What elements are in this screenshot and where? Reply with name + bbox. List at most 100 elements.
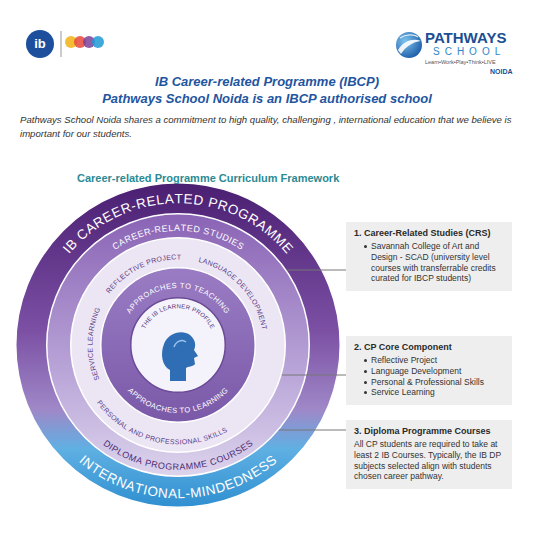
arc-letter: A <box>135 456 144 466</box>
arc-letter: D <box>193 225 201 235</box>
arc-letter: C <box>87 353 95 359</box>
box-bullet: Personal & Professional Skills <box>362 377 504 388</box>
arc-letter: T <box>180 407 185 415</box>
arc-letter: D <box>137 430 144 438</box>
arc-letter: L <box>168 224 174 233</box>
arc-letter: E <box>166 406 172 414</box>
ring-label: APPROACHES TO TEACHING <box>100 267 256 423</box>
arc-letter: L <box>86 341 93 345</box>
arc-letter: S <box>170 438 175 445</box>
ring-label: THE IB LEARNER PROFILE <box>130 297 226 393</box>
arc-letter: I <box>180 438 182 445</box>
arc-letter: R <box>172 463 179 472</box>
arc-letter: S <box>175 438 180 445</box>
box-heading: 3. Diploma Programme Courses <box>354 426 504 437</box>
arc-letter: R <box>154 225 162 235</box>
arc-letter: O <box>156 255 163 263</box>
arc-letter: R <box>150 460 158 470</box>
arc-letter: N <box>176 303 180 309</box>
center-circle: THE IB LEARNER PROFILE <box>130 297 226 393</box>
ib-logo <box>26 30 104 58</box>
arc-letter: L <box>156 193 165 207</box>
core-ring: SERVICE LEARNINGREFLECTIVE PROJECTLANGUA… <box>70 237 286 453</box>
arc-letter: T <box>180 224 186 233</box>
arc-letter: L <box>197 436 202 444</box>
info-box: 1. Career-Related Studies (CRS) Savannah … <box>346 222 512 291</box>
arc-letter: O <box>146 484 159 499</box>
ring-label: REFLECTIVE PROJECT <box>70 237 286 453</box>
ring-label: CAREER-RELATED STUDIES <box>46 213 310 477</box>
arc-letter: L <box>177 487 185 501</box>
arc-letter: E <box>208 323 215 329</box>
arc-letter: D <box>193 193 205 208</box>
logo-text: ib <box>26 36 54 51</box>
arc-letter: R <box>185 304 191 311</box>
arc-letter: T <box>177 253 181 260</box>
arc-letter: E <box>145 194 156 209</box>
arc-letter: S <box>172 407 177 415</box>
arc-letter: A <box>87 331 95 337</box>
box-heading: 1. Career-Related Studies (CRS) <box>354 228 504 239</box>
arc-letter: O <box>182 438 188 445</box>
page-subtitle: Pathways School Noida is an IBCP authori… <box>0 91 534 106</box>
arc-letter: A <box>174 224 180 233</box>
arc-letter: E <box>161 224 168 234</box>
box-text: All CP students are required to take at … <box>354 439 504 482</box>
arc-letter: E <box>165 438 170 445</box>
intro-text: Pathways School Noida shares a commitmen… <box>20 113 520 141</box>
learner-head <box>162 332 198 381</box>
arc-letter: S <box>171 282 176 290</box>
arc-letter: E <box>165 282 171 290</box>
arc-letter: N <box>187 437 193 445</box>
pathways-logo <box>396 32 422 58</box>
box-bullet: Language Development <box>362 366 504 377</box>
info-box: 3. Diploma Programme CoursesAll CP stude… <box>346 420 512 489</box>
ring-shape <box>130 297 226 393</box>
studies-ring: CAREER-RELATED STUDIESDIPLOMA PROGRAMME … <box>46 213 310 477</box>
arc-letter: O <box>184 406 191 414</box>
leader-line <box>282 375 346 376</box>
arc-letter: C <box>171 253 176 260</box>
logo-place: NOIDA <box>490 67 530 76</box>
ring-label: DIPLOMA PROGRAMME COURSES <box>46 213 310 477</box>
arc-letter: E <box>166 254 171 261</box>
arc-letter: M <box>185 462 193 472</box>
arc-letter: E <box>186 224 193 234</box>
ring-label: PERSONAL AND PROFESSIONAL SKILLS <box>70 237 286 453</box>
arc-letter: A <box>167 304 172 311</box>
arc-letter: A <box>168 487 177 501</box>
arc-letter: E <box>86 336 93 341</box>
approaches-ring: APPROACHES TO TEACHINGAPPROACHES TO LEAR… <box>100 267 256 423</box>
arc-letter: T <box>174 192 182 206</box>
section-heading: Career-related Programme Curriculum Fram… <box>77 172 477 184</box>
arc-letter: N <box>157 486 168 500</box>
arc-letter: E <box>200 459 208 469</box>
logo-tagline: Learn•Work•Play•Think•LIVE <box>425 59 525 66</box>
arc-letter: T <box>260 325 268 331</box>
outer-ring: IB CAREER-RELATED PROGRAMMEINTERNATIONAL… <box>15 182 341 508</box>
arc-letter <box>177 407 179 415</box>
arc-letter: E <box>181 303 186 309</box>
page-title: IB Career-related Programme (IBCP) <box>0 74 534 89</box>
arc-letter <box>86 346 93 348</box>
arc-letter <box>177 282 179 290</box>
arc-letter: F <box>160 437 165 445</box>
arc-letter: J <box>162 254 167 261</box>
arc-letter: A <box>179 463 185 472</box>
logo-name: PATHWAYS <box>425 29 525 46</box>
arc-letter: M <box>189 486 202 501</box>
logo-name: SCHOOL <box>433 46 531 58</box>
ring-label: SERVICE LEARNING <box>70 237 286 453</box>
arc-letter: O <box>184 282 191 290</box>
arc-letter: T <box>180 282 185 290</box>
ring-label: APPROACHES TO LEARNING <box>100 267 256 423</box>
ring-label: LANGUAGE DEVELOPMENT <box>70 237 286 453</box>
leader-line <box>279 430 346 431</box>
arc-letter: G <box>165 462 173 472</box>
box-bullet: Service Learning <box>362 387 504 398</box>
arc-letter: E <box>183 192 193 206</box>
box-bullet: Savannah College of Art and Design - SCA… <box>362 241 504 284</box>
leader-line <box>287 270 346 271</box>
arc-letter: A <box>164 192 174 206</box>
box-bullet: Reflective Project <box>362 355 504 366</box>
